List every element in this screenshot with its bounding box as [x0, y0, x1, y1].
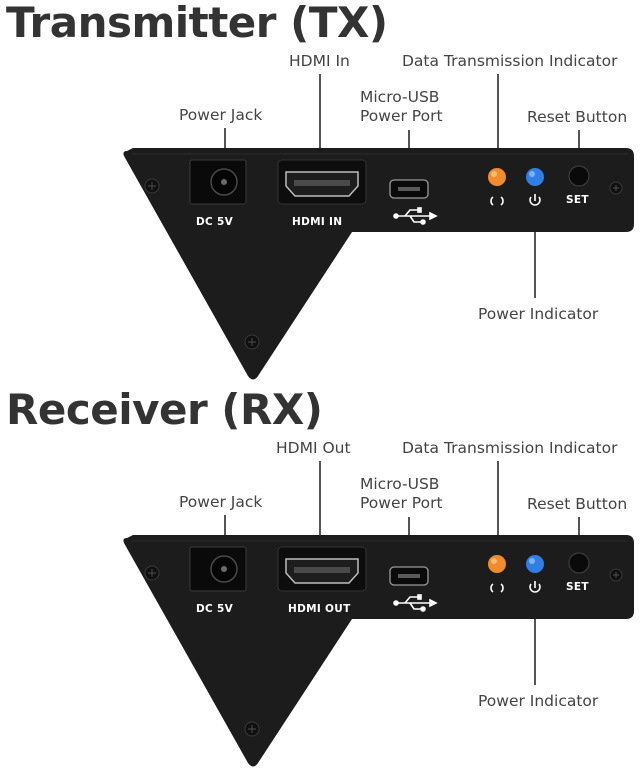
transmitter-device-panel	[123, 148, 634, 380]
callout-data-indicator: Data Transmission Indicator	[402, 52, 618, 70]
receiver-device-panel	[123, 535, 634, 767]
power-icon	[529, 581, 541, 593]
usb-trident-icon	[393, 594, 438, 612]
callout-power-indicator: Power Indicator	[478, 305, 599, 323]
leader-hdmi	[319, 74, 321, 154]
device-housing	[123, 148, 634, 380]
callout-usb-line1: Micro-USB	[360, 88, 440, 106]
screw-icon	[144, 565, 160, 581]
transmitter-section: Transmitter (TX) HDMI In Data Transmissi…	[0, 0, 640, 386]
screw-icon	[244, 334, 260, 350]
leader-usb	[408, 130, 410, 158]
callout-reset-button: Reset Button	[527, 495, 628, 513]
callout-reset-button: Reset Button	[527, 108, 628, 126]
reset-button	[568, 552, 590, 574]
receiver-title: Receiver (RX)	[6, 385, 323, 434]
data-led	[488, 168, 506, 186]
port-label-set: SET	[566, 194, 589, 206]
hdmi-port	[277, 546, 367, 592]
leader-power-indicator	[534, 200, 536, 298]
callout-data-indicator: Data Transmission Indicator	[402, 439, 618, 457]
callout-usb-line2: Power Port	[360, 107, 443, 125]
dc-power-jack	[189, 159, 247, 205]
sync-arrows-icon	[490, 583, 504, 593]
screw-icon	[244, 721, 260, 737]
port-label-dc: DC 5V	[196, 216, 234, 228]
sync-arrows-icon	[490, 196, 504, 206]
reset-button	[568, 165, 590, 187]
transmitter-title: Transmitter (TX)	[6, 0, 388, 47]
power-icon	[529, 194, 541, 206]
power-led	[526, 168, 544, 186]
screw-icon	[609, 568, 623, 582]
leader-data-indicator	[497, 74, 499, 170]
port-label-dc: DC 5V	[196, 603, 234, 615]
leader-hdmi	[319, 461, 321, 541]
port-label-set: SET	[566, 581, 589, 593]
port-label-hdmi: HDMI IN	[292, 216, 343, 228]
micro-usb-port	[389, 566, 429, 586]
leader-power-indicator	[534, 587, 536, 685]
device-housing	[123, 535, 634, 767]
usb-trident-icon	[393, 207, 438, 225]
screw-icon	[144, 178, 160, 194]
port-label-hdmi: HDMI OUT	[288, 603, 351, 615]
callout-power-jack: Power Jack	[179, 106, 263, 124]
callout-power-indicator: Power Indicator	[478, 692, 599, 710]
leader-data-indicator	[497, 461, 499, 557]
callout-hdmi-out: HDMI Out	[276, 439, 351, 457]
callout-hdmi-in: HDMI In	[289, 52, 350, 70]
micro-usb-port	[389, 179, 429, 199]
receiver-section: Receiver (RX) HDMI Out Data Transmission…	[0, 385, 640, 773]
data-led	[488, 555, 506, 573]
screw-icon	[609, 181, 623, 195]
hdmi-port	[277, 159, 367, 205]
leader-usb	[408, 517, 410, 545]
dc-power-jack	[189, 546, 247, 592]
callout-usb-line1: Micro-USB	[360, 475, 440, 493]
power-led	[526, 555, 544, 573]
callout-usb-line2: Power Port	[360, 494, 443, 512]
callout-power-jack: Power Jack	[179, 493, 263, 511]
